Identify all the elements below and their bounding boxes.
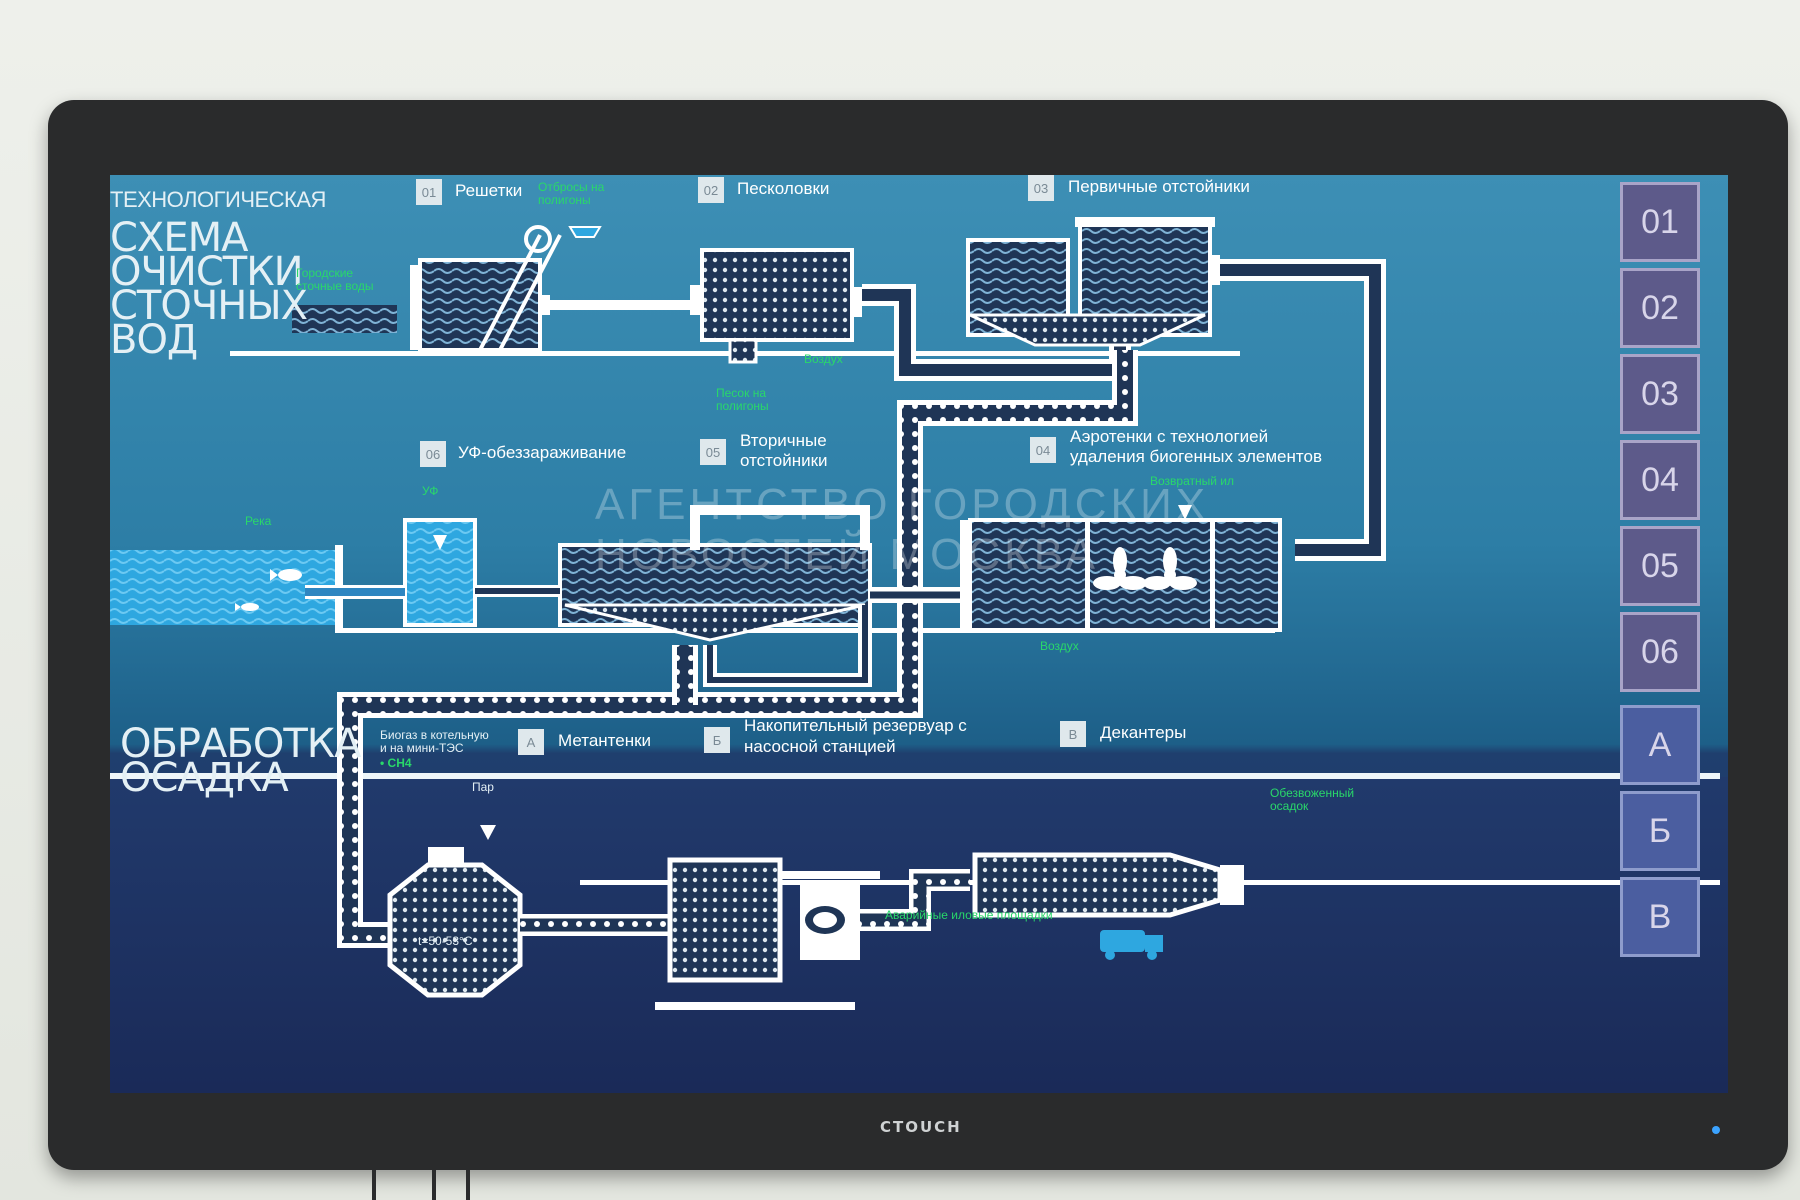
nav-button-03[interactable]: 03 [1620,354,1700,434]
truck-icon [1100,930,1163,960]
nav-button-01[interactable]: 01 [1620,182,1700,262]
stage-03-label: Первичные отстойники [1068,177,1250,196]
waste-bin-icon [568,226,602,238]
uv-lamp-icon [433,535,447,550]
fish-icon [235,603,259,611]
stage-04-badge: 04 [1030,437,1056,463]
cable [466,1168,470,1200]
fish-icon [270,569,302,581]
annotation-biogas: Биогаз в котельную и на мини-ТЭС [380,728,489,755]
stage-01-label: Решетки [455,181,523,200]
aerator-propeller-icon [1143,547,1197,590]
watermark-line1: АГЕНТСТВО ГОРОДСКИХ [595,480,1210,529]
cable [372,1168,376,1200]
stage-b-badge: Б [704,727,730,753]
pump-icon [800,880,860,960]
power-led-icon [1712,1126,1720,1134]
nav-button-04[interactable]: 04 [1620,440,1700,520]
stage-05-badge: 05 [700,439,726,465]
annotation-waste-to-landfill: Отбросы на полигоны [538,180,605,207]
stage-a-badge: А [518,729,544,755]
annotation-ch4: • CH4 [380,756,412,770]
annotation-sand-to-landfill: Песок на полигоны [716,386,769,413]
river [110,550,335,625]
cable [432,1168,436,1200]
annotation-temperature: t=50-53°C [418,934,473,948]
stage-b-label: Накопительный резервуар с насосной станц… [744,716,967,756]
stage-01-badge: 01 [416,179,442,205]
stage-a-label: Метантенки [558,731,652,750]
annotation-air-bottom: Воздух [1040,639,1079,653]
pipe-sludge-main [337,350,1138,948]
nav-button-b[interactable]: Б [1620,791,1700,871]
stage-02-badge: 02 [698,177,724,203]
page-title-line1: ТЕХНОЛОГИЧЕСКАЯ [110,187,326,212]
ground-line-middle [335,628,1275,633]
incoming-water [292,305,397,333]
annotation-emergency: Аварийные иловые площадки [885,908,1053,922]
nav-button-06[interactable]: 06 [1620,612,1700,692]
decanter [972,852,1223,918]
emergency-pad [655,1002,855,1010]
sludge-title: ОБРАБОТКА ОСАДКА [120,721,362,801]
screen-conveyor [478,234,542,351]
watermark-line2: НОВОСТЕЙ МОСКВА [595,530,1100,579]
nav-button-a[interactable]: А [1620,705,1700,785]
pipe-03-04 [1220,259,1386,561]
annotation-air-top: Воздух [804,352,843,366]
stage-06-label: УФ-обеззараживание [458,443,627,462]
annotation-dewatered: Обезвоженный осадок [1270,786,1355,813]
steam-funnel-icon [480,825,496,840]
return-sludge-funnel-icon [1178,505,1192,520]
pipe-01-02 [550,300,690,310]
monitor-brand-logo: CTOUCH [880,1118,962,1136]
stage-05-label: Вторичные отстойники [740,431,828,470]
stage-v-badge: В [1060,721,1086,747]
annotation-city-wastewater: Городские сточные воды [296,266,374,293]
stage-06-badge: 06 [420,441,446,467]
process-diagram [110,217,1720,1010]
aerator-propeller-icon [1093,547,1147,590]
nav-button-v[interactable]: В [1620,877,1700,957]
annotation-return-sludge: Возвратный ил [1150,474,1234,488]
page-title: СХЕМА ОЧИСТКИ СТОЧНЫХ ВОД [110,215,308,363]
tank-grit [700,248,854,342]
nav-button-02[interactable]: 02 [1620,268,1700,348]
screen: ТЕХНОЛОГИЧЕСКАЯ СХЕМА ОЧИСТКИ СТОЧНЫХ ВО… [110,175,1728,1093]
storage-tank [667,857,783,983]
annotation-steam: Пар [472,780,494,794]
digester-tank [387,862,523,998]
panel-divider [110,773,1720,779]
stage-03-badge: 03 [1028,175,1054,201]
stage-v-label: Декантеры [1100,723,1187,742]
stage-04-label: Аэротенки с технологией удаления биогенн… [1070,427,1322,466]
stage-02-label: Песколовки [737,179,830,198]
annotation-river: Река [245,514,272,528]
conveyor-wheel-icon [524,225,552,253]
nav-button-05[interactable]: 05 [1620,526,1700,606]
annotation-uv: УФ [422,484,439,498]
